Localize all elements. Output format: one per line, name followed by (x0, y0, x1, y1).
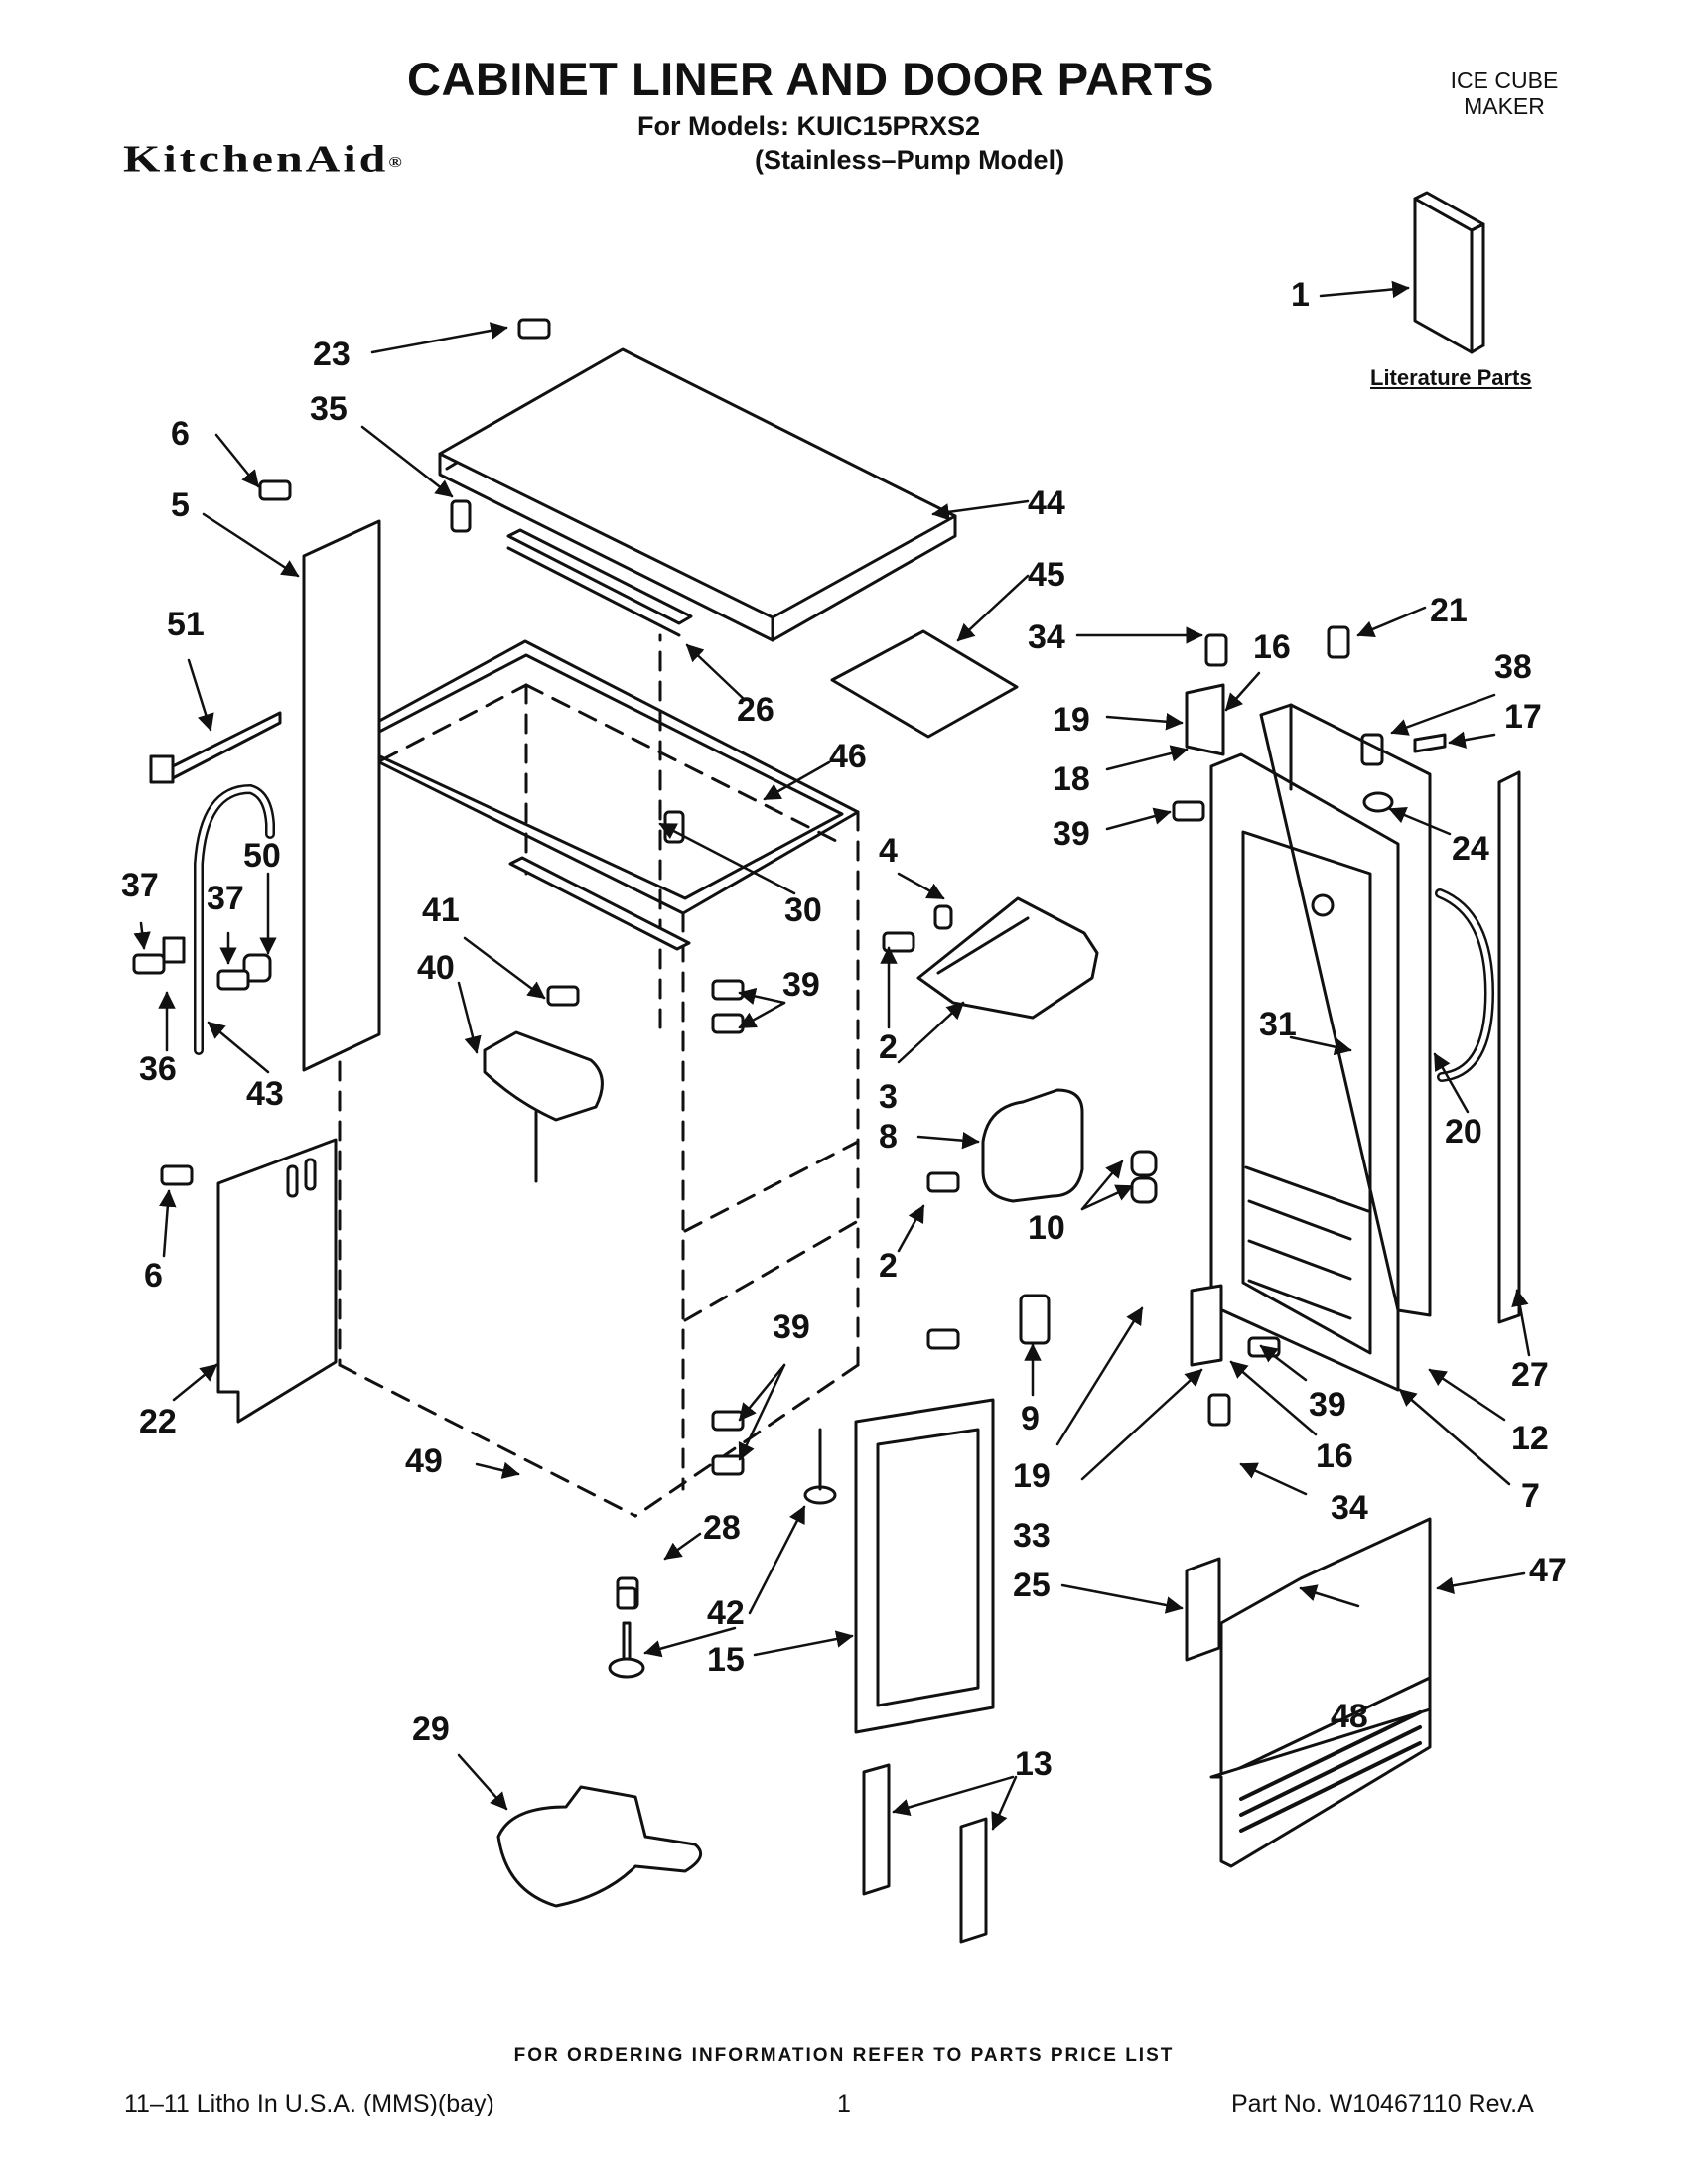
door-panel (1209, 752, 1400, 1392)
foam-block (981, 1088, 1084, 1203)
callout-16-top: 16 (1253, 628, 1291, 666)
callout-17: 17 (1504, 698, 1542, 736)
category-line-2: MAKER (1464, 93, 1545, 119)
callout-21: 21 (1430, 592, 1468, 629)
callout-23: 23 (313, 336, 351, 373)
callout-20: 20 (1445, 1113, 1482, 1151)
callout-34-bottom: 34 (1331, 1489, 1368, 1527)
cabinet-liner (338, 633, 860, 1518)
callout-2-upper: 2 (879, 1028, 898, 1066)
callout-2-lower: 2 (879, 1247, 898, 1285)
callout-29: 29 (412, 1710, 450, 1748)
leveling-legs (608, 1428, 837, 1679)
callout-18: 18 (1053, 760, 1090, 798)
mat-pad (830, 629, 1019, 739)
brand-logo: KitchenAid® (123, 137, 402, 181)
ordering-note: FOR ORDERING INFORMATION REFER TO PARTS … (513, 2045, 1175, 2066)
part-number: Part No. W10467110 Rev.A (1231, 2090, 1534, 2117)
callout-13: 13 (1015, 1745, 1053, 1783)
callout-19-bottom: 19 (1013, 1457, 1051, 1495)
callout-3: 3 (879, 1078, 898, 1116)
literature-parts-label: Literature Parts (1370, 365, 1532, 390)
variant-line: (Stainless–Pump Model) (755, 145, 1065, 175)
callout-39-hinge: 39 (1309, 1386, 1346, 1424)
tube-clamps (162, 936, 272, 983)
callout-9: 9 (1021, 1400, 1040, 1437)
page-title: CABINET LINER AND DOOR PARTS (407, 53, 1214, 105)
callout-39-upper: 39 (782, 966, 820, 1004)
callout-34-top: 34 (1028, 618, 1065, 656)
page-number: 1 (837, 2090, 851, 2117)
callout-27: 27 (1511, 1356, 1549, 1394)
back-panel (302, 519, 381, 1072)
callout-37-left: 37 (121, 867, 159, 904)
callout-44: 44 (1028, 484, 1065, 522)
callout-37-right: 37 (207, 880, 244, 917)
callout-6-bottom: 6 (144, 1257, 163, 1295)
literature-booklet (1413, 191, 1485, 354)
callout-42: 42 (707, 1594, 745, 1632)
callout-15: 15 (707, 1641, 745, 1679)
top-cover (438, 347, 957, 642)
plug-24 (1362, 791, 1394, 813)
callout-6-top: 6 (171, 415, 190, 453)
side-bracket (216, 1138, 338, 1424)
callout-36: 36 (139, 1050, 177, 1088)
ice-scoop (496, 1785, 703, 1908)
callout-4: 4 (879, 832, 898, 870)
door-frame (854, 1398, 995, 1734)
registered-mark: ® (388, 154, 402, 171)
callout-19-top: 19 (1053, 701, 1090, 739)
callout-25: 25 (1013, 1567, 1051, 1604)
callout-10: 10 (1028, 1209, 1065, 1247)
callout-leaders (133, 280, 1531, 1831)
callout-48: 48 (1331, 1698, 1368, 1735)
callout-40: 40 (417, 949, 455, 987)
callout-12: 12 (1511, 1420, 1549, 1457)
trim-strip (506, 528, 693, 637)
callout-41: 41 (422, 891, 460, 929)
callout-47: 47 (1529, 1552, 1567, 1589)
models-line: For Models: KUIC15PRXS2 (637, 111, 981, 141)
callout-45: 45 (1028, 556, 1065, 594)
callout-22: 22 (139, 1403, 177, 1440)
callout-38: 38 (1494, 648, 1532, 686)
kick-plate (1209, 1517, 1432, 1868)
callout-30: 30 (784, 891, 822, 929)
hinges (1185, 683, 1225, 1367)
door-gasket (1259, 703, 1432, 1317)
litho-info: 11–11 Litho In U.S.A. (MMS)(bay) (124, 2090, 494, 2117)
callout-16-bottom: 16 (1316, 1437, 1353, 1475)
callout-39-door: 39 (1053, 815, 1090, 853)
callout-51: 51 (167, 606, 205, 643)
callout-31: 31 (1259, 1006, 1297, 1043)
callout-5: 5 (171, 486, 190, 524)
spacer-bracket (1185, 1557, 1221, 1662)
brand-name: KitchenAid (123, 137, 389, 181)
callout-28: 28 (703, 1509, 741, 1547)
trim-strip-27 (1497, 770, 1521, 1324)
callout-33: 33 (1013, 1517, 1051, 1555)
callout-50: 50 (243, 837, 281, 875)
clip-17 (1413, 733, 1447, 753)
bracket-41 (483, 1030, 604, 1183)
callout-24: 24 (1452, 830, 1489, 868)
callout-43: 43 (246, 1075, 284, 1113)
cable-tie (149, 711, 282, 784)
hinge-block (1019, 1294, 1051, 1345)
callout-49: 49 (405, 1442, 443, 1480)
callout-26: 26 (737, 691, 774, 729)
callout-35: 35 (310, 390, 348, 428)
drain-tube (194, 784, 275, 1055)
callout-46: 46 (829, 738, 867, 775)
callout-8: 8 (879, 1118, 898, 1156)
callout-1: 1 (1291, 276, 1310, 314)
door-trims (862, 1763, 988, 1944)
callout-7: 7 (1521, 1477, 1540, 1515)
category-label: ICE CUBE MAKER (1420, 68, 1589, 119)
bin-deflector (916, 896, 1099, 1020)
callout-39-lower: 39 (773, 1308, 810, 1346)
category-line-1: ICE CUBE (1450, 68, 1559, 93)
